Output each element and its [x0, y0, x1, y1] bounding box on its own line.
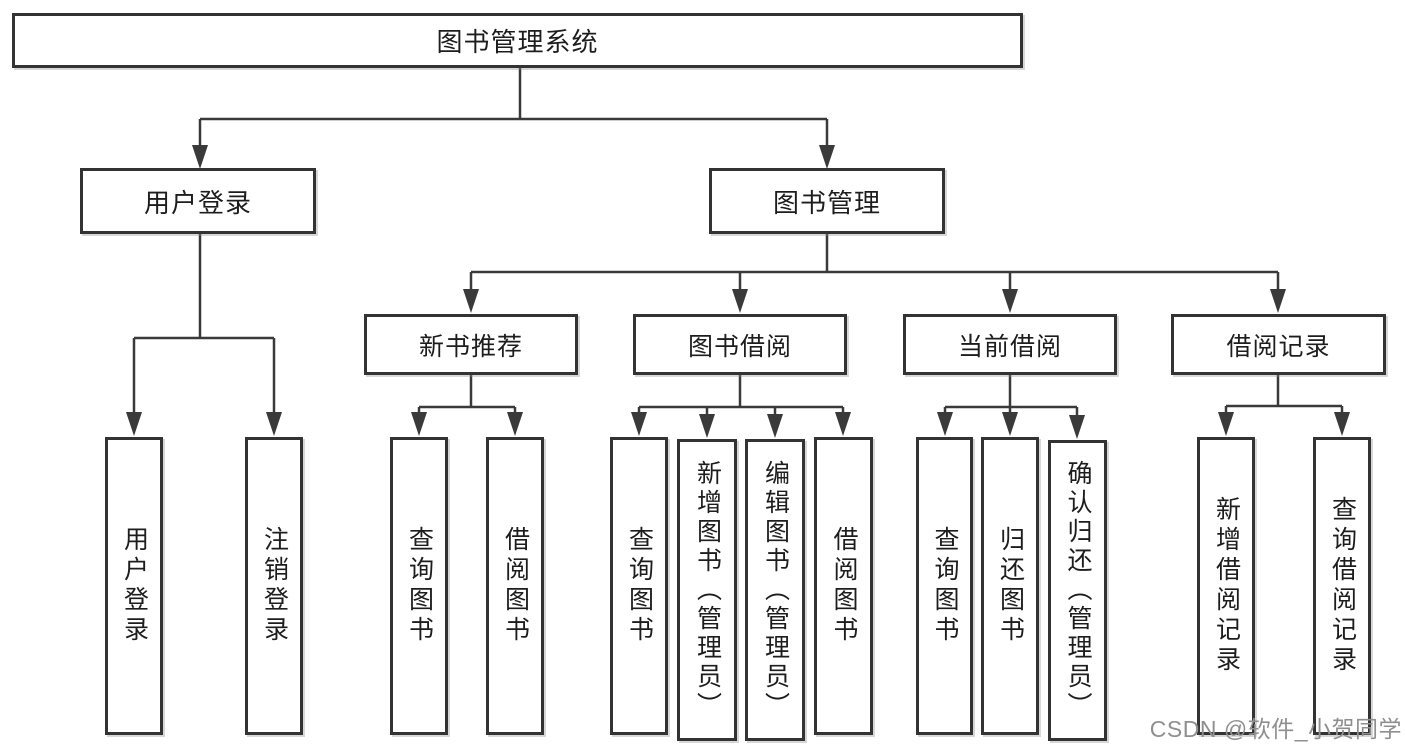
node-add-borrow-record: 新增借阅记录: [1197, 437, 1255, 735]
node-user-login-branch: 用户登录: [80, 168, 316, 234]
node-book-borrowing: 图书借阅: [633, 314, 847, 375]
csdn-watermark: CSDN @软件_小贺同学: [1149, 716, 1402, 742]
node-query-books-1: 查询图书: [390, 437, 448, 735]
node-book-management: 图书管理: [709, 168, 945, 234]
node-current-borrowing: 当前借阅: [903, 314, 1117, 375]
node-new-book-recommend: 新书推荐: [364, 314, 578, 375]
node-edit-books-admin: 编辑图书（管理员）: [745, 439, 805, 741]
node-add-books-admin: 新增图书（管理员）: [677, 439, 737, 741]
node-borrowing-records: 借阅记录: [1171, 314, 1386, 375]
node-query-books-2: 查询图书: [610, 437, 668, 735]
node-confirm-return-admin: 确认归还（管理员）: [1048, 440, 1107, 741]
node-borrow-books-2: 借阅图书: [814, 437, 873, 735]
node-query-books-3: 查询图书: [916, 437, 973, 735]
node-logout: 注销登录: [245, 437, 303, 735]
node-user-login: 用户登录: [105, 437, 163, 735]
node-borrow-books-1: 借阅图书: [486, 437, 544, 735]
node-return-books: 归还图书: [981, 437, 1039, 735]
node-query-borrow-record: 查询借阅记录: [1313, 437, 1371, 735]
node-root: 图书管理系统: [12, 13, 1023, 68]
